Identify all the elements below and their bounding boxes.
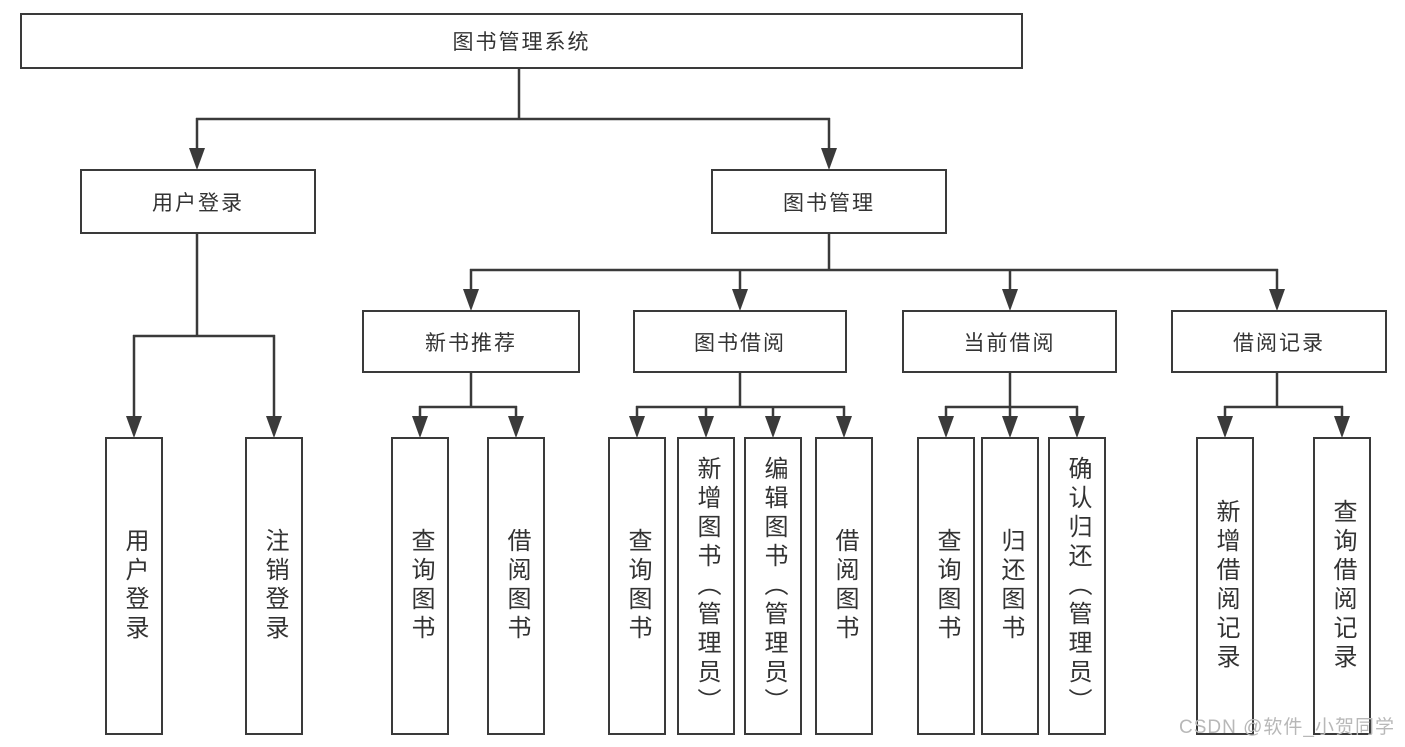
leaf-borrow-books: 借阅图书 xyxy=(815,437,873,735)
leaf-return-books: 归还图书 xyxy=(981,437,1039,735)
leaf-recommend-borrow-books-label: 借阅图书 xyxy=(503,528,530,644)
leaf-borrow-query-books: 查询图书 xyxy=(608,437,666,735)
leaf-confirm-return-admin-label: 确认归还（管理员） xyxy=(1064,455,1091,717)
node-user-login-label: 用户登录 xyxy=(152,191,244,215)
connector-book-borrow-to-leaves xyxy=(629,373,852,438)
csdn-watermark: CSDN @软件_小贺同学 xyxy=(1179,717,1395,738)
leaf-recommend-query-books: 查询图书 xyxy=(391,437,449,735)
leaf-user-login: 用户登录 xyxy=(105,437,163,735)
node-book-borrow-label: 图书借阅 xyxy=(694,331,786,355)
leaf-add-books-admin-label: 新增图书（管理员） xyxy=(693,455,720,717)
leaf-logout-label: 注销登录 xyxy=(261,528,288,644)
leaf-recommend-query-books-label: 查询图书 xyxy=(407,528,434,644)
leaf-return-books-label: 归还图书 xyxy=(997,528,1024,644)
node-new-book-recommend: 新书推荐 xyxy=(362,310,580,373)
leaf-confirm-return-admin: 确认归还（管理员） xyxy=(1048,437,1106,735)
connector-borrow-records-to-leaves xyxy=(1217,373,1350,438)
node-system-root: 图书管理系统 xyxy=(20,13,1023,69)
connector-book-management-to-groups xyxy=(463,233,1285,311)
node-borrow-records: 借阅记录 xyxy=(1171,310,1387,373)
connector-current-borrow-to-leaves xyxy=(938,373,1085,438)
node-book-management-label: 图书管理 xyxy=(783,191,875,215)
node-current-borrow-label: 当前借阅 xyxy=(963,331,1056,355)
node-book-borrow: 图书借阅 xyxy=(633,310,847,373)
leaf-add-books-admin: 新增图书（管理员） xyxy=(677,437,735,735)
leaf-borrow-books-label: 借阅图书 xyxy=(831,528,858,644)
node-book-management: 图书管理 xyxy=(711,169,947,234)
connector-new-book-recommend-to-leaves xyxy=(412,373,524,438)
leaf-query-borrow-record-label: 查询借阅记录 xyxy=(1329,499,1356,673)
node-borrow-records-label: 借阅记录 xyxy=(1233,331,1325,355)
node-system-root-label: 图书管理系统 xyxy=(452,31,591,54)
node-new-book-recommend-label: 新书推荐 xyxy=(425,331,517,355)
leaf-edit-books-admin-label: 编辑图书（管理员） xyxy=(760,455,787,717)
connector-root-to-branches xyxy=(189,67,837,170)
connector-user-login-to-leaves xyxy=(126,233,282,438)
leaf-current-query-books-label: 查询图书 xyxy=(933,528,960,644)
leaf-add-borrow-record-label: 新增借阅记录 xyxy=(1212,499,1239,673)
leaf-recommend-borrow-books: 借阅图书 xyxy=(487,437,545,735)
leaf-borrow-query-books-label: 查询图书 xyxy=(624,528,651,644)
leaf-edit-books-admin: 编辑图书（管理员） xyxy=(744,437,802,735)
leaf-user-login-label: 用户登录 xyxy=(121,528,148,644)
node-user-login: 用户登录 xyxy=(80,169,316,234)
leaf-add-borrow-record: 新增借阅记录 xyxy=(1196,437,1254,735)
leaf-current-query-books: 查询图书 xyxy=(917,437,975,735)
node-current-borrow: 当前借阅 xyxy=(902,310,1117,373)
leaf-logout: 注销登录 xyxy=(245,437,303,735)
leaf-query-borrow-record: 查询借阅记录 xyxy=(1313,437,1371,735)
